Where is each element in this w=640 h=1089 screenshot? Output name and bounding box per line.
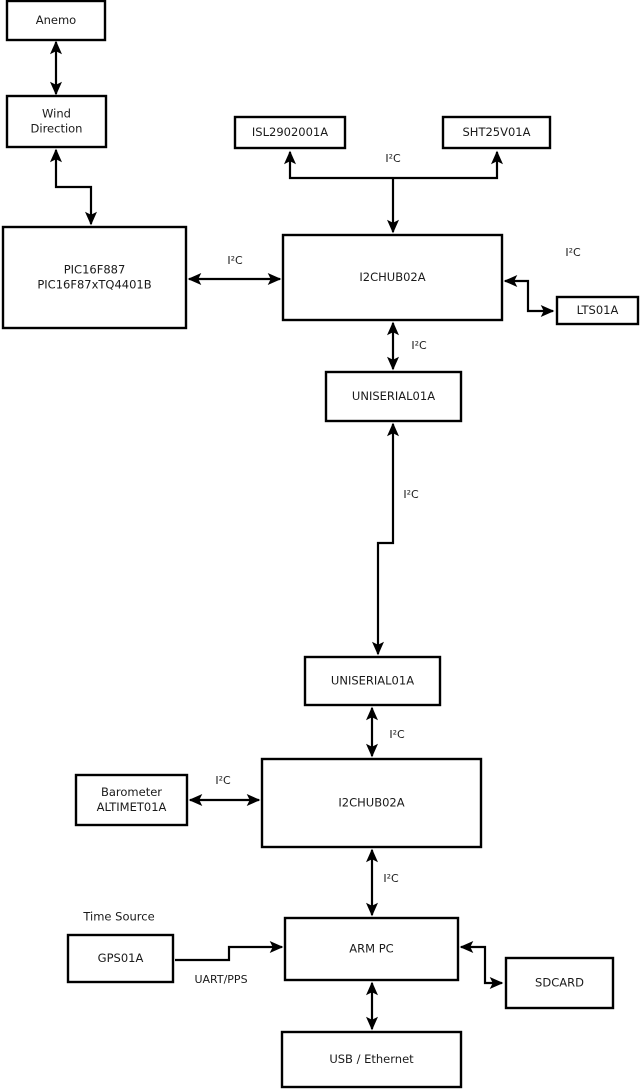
node-label-sht: SHT25V01A (463, 125, 531, 139)
edge-unitop-unibot: I²C (371, 422, 419, 656)
node-uniserial_top[interactable]: UNISERIAL01A (324, 370, 463, 423)
node-label-gps: GPS01A (98, 951, 144, 965)
edge-path (459, 940, 504, 990)
edge-path (371, 422, 400, 656)
edge-label-unibot-hubbot: I²C (389, 728, 405, 741)
node-label-pic: PIC16F887 (64, 263, 126, 277)
node-box[interactable] (74, 773, 189, 827)
node-label-wind: Direction (31, 122, 83, 136)
node-box[interactable] (504, 956, 615, 1010)
node-label-uniserial_bot: UNISERIAL01A (331, 674, 414, 688)
edge-label-pic-hubtop: I²C (227, 254, 243, 267)
node-box[interactable] (283, 916, 460, 982)
node-label-pic: PIC16F87xTQ4401B (37, 278, 151, 292)
node-hub_top[interactable]: I2CHUB02A (281, 233, 504, 322)
node-hub_bot[interactable]: I2CHUB02A (260, 757, 483, 849)
node-isl[interactable]: ISL2902001A (233, 115, 347, 150)
node-label-hub_bot: I2CHUB02A (338, 796, 404, 810)
edge-barometer-hubbot: I²C (188, 774, 261, 807)
node-box[interactable] (303, 655, 442, 707)
node-uniserial_bot[interactable]: UNISERIAL01A (303, 655, 442, 707)
node-sht[interactable]: SHT25V01A (441, 115, 552, 150)
node-lts[interactable]: LTS01A (555, 295, 640, 326)
edge-gps-armpc: UART/PPS (175, 940, 284, 986)
node-label-hub_top: I2CHUB02A (359, 270, 425, 284)
node-box[interactable] (441, 115, 552, 150)
free-labels-layer: Time Source (82, 910, 154, 924)
node-box[interactable] (233, 115, 347, 150)
node-box[interactable] (281, 233, 504, 322)
edges-layer: I²C I²C I²C I²C I²C I²C I²C I²C UART/PPS (49, 40, 581, 1031)
node-gps[interactable]: GPS01A (66, 933, 175, 984)
node-box[interactable] (5, 94, 108, 149)
node-box[interactable] (260, 757, 483, 849)
node-label-armpc: ARM PC (349, 942, 393, 956)
edge-label-hubbot-armpc: I²C (383, 872, 399, 885)
node-box[interactable] (280, 1030, 463, 1089)
node-label-anemo: Anemo (36, 13, 76, 27)
node-label-uniserial_top: UNISERIAL01A (352, 389, 435, 403)
edge-label-unitop-unibot: I²C (403, 488, 419, 501)
node-label-lts: LTS01A (577, 303, 619, 317)
edge-unibot-hubbot: I²C (365, 706, 405, 758)
node-label-wind: Wind (42, 107, 71, 121)
edge-armpc-sdcard (459, 940, 504, 990)
node-usbeth[interactable]: USB / Ethernet (280, 1030, 463, 1089)
edge-hubtop-lts: I²C (503, 246, 581, 318)
edge-label-hubtop-unitop: I²C (411, 339, 427, 352)
node-label-usbeth: USB / Ethernet (329, 1052, 414, 1066)
edge-path (175, 940, 284, 962)
node-label-sdcard: SDCARD (535, 976, 584, 990)
edge-hubtop-unitop: I²C (386, 321, 427, 371)
node-label-isl: ISL2902001A (252, 125, 328, 139)
node-label-barometer: Barometer (101, 785, 162, 799)
edge-label-barometer-hubbot: I²C (215, 774, 231, 787)
node-box[interactable] (66, 933, 175, 984)
node-box[interactable] (1, 225, 188, 330)
edge-wind-pic (49, 148, 98, 226)
node-box[interactable] (324, 370, 463, 423)
edge-hubtop-sensors: I²C (283, 150, 504, 180)
edge-path (503, 274, 555, 318)
label-time-source: Time Source (82, 910, 154, 924)
edge-hubbot-armpc: I²C (365, 848, 399, 917)
node-box[interactable] (555, 295, 640, 326)
node-sdcard[interactable]: SDCARD (504, 956, 615, 1010)
edge-label-hubtop-sensors: I²C (385, 152, 401, 165)
edge-pic-hubtop: I²C (187, 254, 282, 286)
edge-label-hubtop-lts: I²C (565, 246, 581, 259)
edge-path (49, 148, 98, 226)
node-anemo[interactable]: Anemo (5, 0, 107, 42)
node-box[interactable] (5, 0, 107, 42)
node-label-barometer: ALTIMET01A (97, 800, 167, 814)
edge-label-gps-armpc: UART/PPS (194, 973, 247, 986)
node-armpc[interactable]: ARM PC (283, 916, 460, 982)
